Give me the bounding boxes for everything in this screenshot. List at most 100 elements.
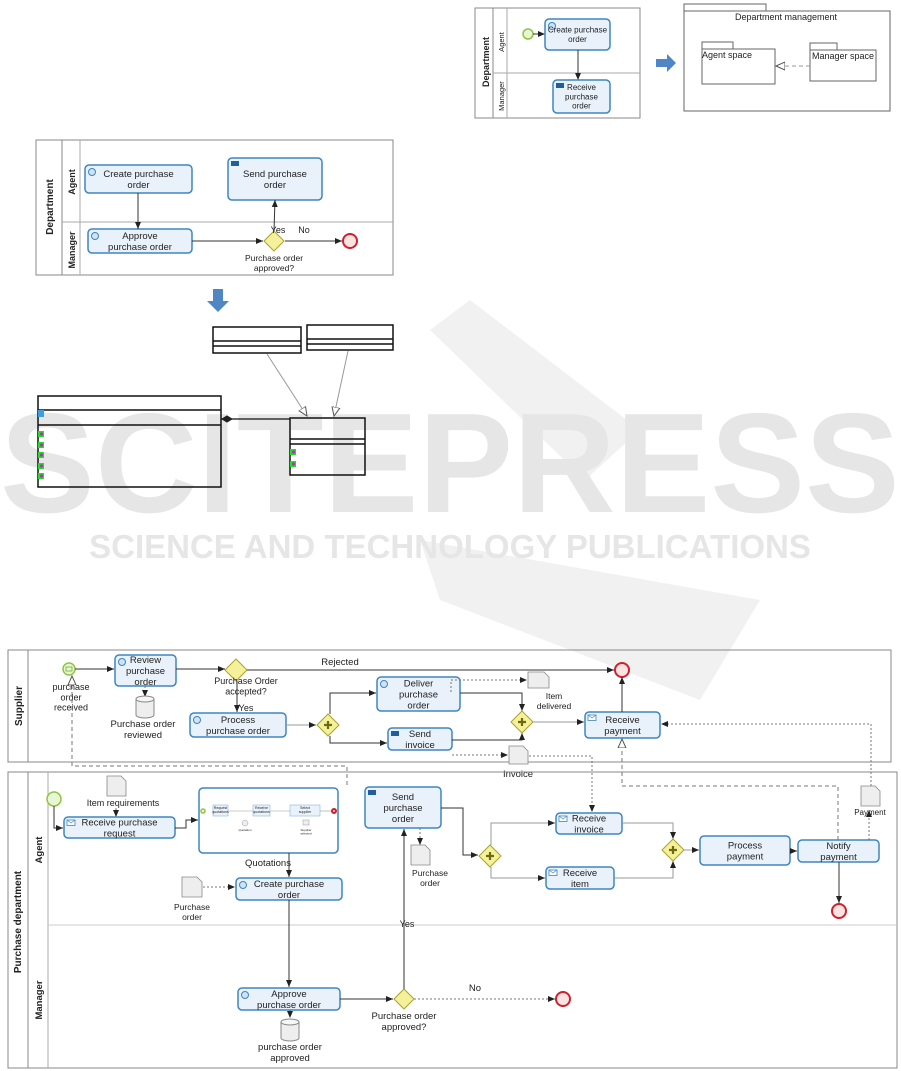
- subtask-label: quotations: [212, 810, 229, 814]
- user-task-icon: [239, 881, 247, 889]
- flow-label-no: No: [469, 983, 481, 994]
- task-label: Process: [221, 715, 256, 726]
- task-label: order: [134, 677, 156, 688]
- task-label: invoice: [574, 824, 604, 835]
- task-label: Create purchase: [548, 26, 608, 35]
- user-task-icon: [91, 232, 99, 240]
- task-label: order: [264, 180, 286, 191]
- task-label: order: [392, 814, 414, 825]
- start-event-label: purchase: [52, 682, 89, 692]
- pool-label: Department: [481, 37, 491, 87]
- task-label: Process: [728, 840, 763, 851]
- task-label: purchase: [399, 689, 438, 700]
- subtask-label: quotations: [253, 810, 270, 814]
- lane-label-agent: Agent: [497, 31, 506, 52]
- data-object-label: order: [420, 878, 440, 888]
- pool-label-purchase-department: Purchase department: [13, 870, 24, 973]
- exclusive-gateway-icon: [393, 988, 415, 1010]
- data-object-label: Item: [546, 691, 563, 701]
- sequence-flow: [460, 692, 525, 711]
- start-event-label: order: [60, 692, 81, 702]
- uml-class-main: [37, 395, 222, 488]
- task-label: Deliver: [404, 678, 434, 689]
- task-label: order: [568, 35, 587, 44]
- flow-label-no: No: [298, 225, 310, 235]
- end-event-icon: [342, 233, 358, 249]
- data-object-label: order: [182, 912, 202, 922]
- member-icon-dot: [39, 443, 44, 447]
- task-label: Receive: [563, 868, 597, 879]
- task-label: Notify: [826, 841, 851, 852]
- sequence-flow: [175, 817, 198, 829]
- send-message-icon: [231, 161, 239, 166]
- lane-label-manager: Manager: [67, 231, 77, 269]
- flow-label-yes: Yes: [239, 703, 254, 713]
- data-store-top: [135, 695, 155, 703]
- task-label: purchase: [126, 666, 165, 677]
- data-object-icon: [527, 671, 550, 689]
- data-store-label: Purchase order: [111, 719, 176, 730]
- pool-label: Department: [45, 179, 56, 235]
- task-label: purchase order: [108, 242, 172, 253]
- task-label: request: [104, 828, 136, 839]
- data-object-icon: [508, 745, 529, 765]
- gateway-label: approved?: [254, 263, 294, 273]
- member-icon-dot: [39, 464, 44, 468]
- plus-icon: [486, 852, 494, 860]
- data-object-icon: [181, 876, 203, 898]
- message-flow: [72, 676, 348, 785]
- envelope-flap-icon: [587, 714, 597, 719]
- task-label: Receive: [605, 715, 639, 726]
- task-label: Send: [409, 729, 431, 740]
- pool-label-supplier: Supplier: [14, 686, 25, 726]
- task-label: Approve: [122, 231, 157, 242]
- envelope-flap-icon: [558, 815, 568, 820]
- gateway-label: accepted?: [225, 686, 267, 696]
- task-label: payment: [604, 726, 641, 737]
- subtask-label: Receive: [255, 806, 268, 810]
- data-association: [529, 755, 595, 812]
- sequence-flow: [329, 690, 376, 714]
- transform-arrow-icon: [656, 54, 676, 72]
- pool-purchase-department: [7, 771, 898, 1069]
- send-message-icon: [368, 790, 376, 795]
- generalization-arrow: [266, 353, 307, 416]
- subtask-box: [289, 804, 321, 817]
- sequence-flow: [53, 806, 63, 831]
- task-label: invoice: [405, 740, 435, 751]
- task-label: payment: [727, 851, 764, 862]
- envelope-flap-icon: [66, 819, 76, 824]
- data-store-label: approved: [270, 1053, 310, 1064]
- member-icon-dot: [39, 453, 44, 457]
- user-task-icon: [88, 168, 96, 176]
- subprocess-select-supplier[interactable]: RequestquotationsReceivequotationsSelect…: [198, 787, 339, 854]
- task-label: purchase order: [206, 726, 270, 737]
- end-event-icon: [331, 808, 337, 814]
- task-label: order: [278, 890, 300, 901]
- data-store-top: [280, 1018, 300, 1026]
- pool-supplier: [7, 649, 892, 763]
- data-object-label: Purchase: [174, 902, 210, 912]
- task-label: Receive: [567, 83, 596, 92]
- subtask-data-label: selected: [300, 831, 312, 835]
